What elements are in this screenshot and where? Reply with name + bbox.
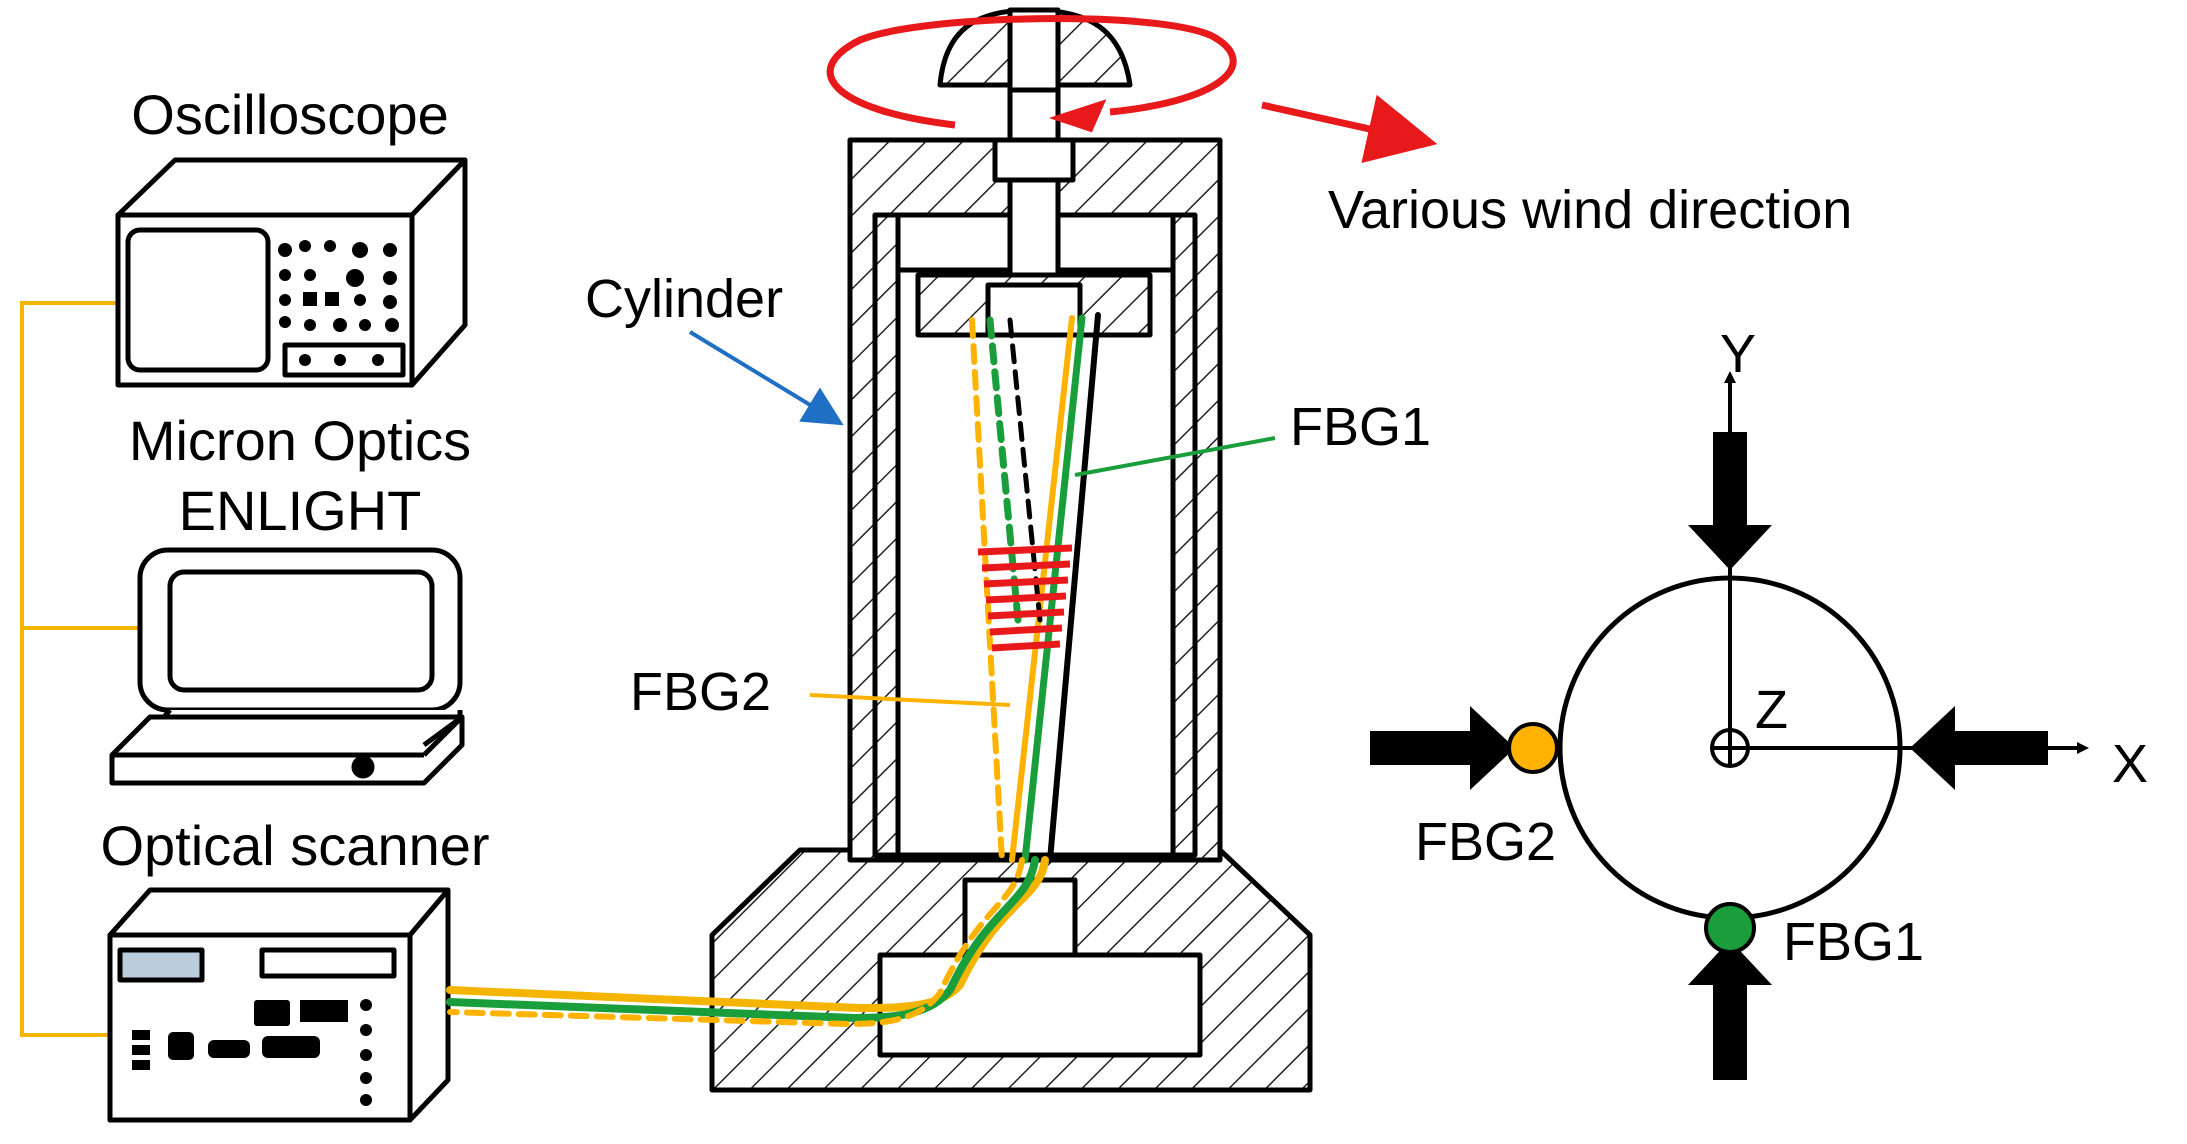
computer-icon <box>109 547 465 786</box>
oscilloscope-label: Oscilloscope <box>131 83 448 146</box>
fbg2-cylinder-pointer <box>809 693 1011 707</box>
fbg2-marker <box>1507 722 1559 774</box>
fbg1-cylinder-pointer <box>1074 436 1276 477</box>
wind-direction-arrow <box>1261 94 1438 164</box>
oscilloscope-icon <box>115 157 468 388</box>
optical-scanner-icon <box>107 887 451 1123</box>
instrument-cable <box>20 301 140 1037</box>
fbg2-section-label: FBG2 <box>1415 812 1556 872</box>
output-fiber <box>446 856 1049 1028</box>
rotation-arrow <box>826 15 1237 133</box>
interrogator-label-line2: ENLIGHT <box>179 479 422 542</box>
cylinder-pointer <box>688 330 844 426</box>
interrogator-label-line1: Micron Optics <box>129 409 471 472</box>
x-axis-label: X <box>2112 734 2148 794</box>
z-axis-label: Z <box>1755 680 1788 740</box>
fbg1-section-label: FBG1 <box>1783 912 1924 972</box>
optical-scanner-label: Optical scanner <box>100 814 489 877</box>
excitation-coil <box>977 544 1073 652</box>
cross-section: X Y Z FBG2 FBG1 <box>1370 324 2148 1080</box>
wind-direction-label: Various wind direction <box>1328 180 1852 240</box>
y-axis-label: Y <box>1720 324 1756 384</box>
force-arrow-bottom <box>1688 940 1772 1080</box>
force-arrow-left <box>1370 706 1515 790</box>
force-arrow-top <box>1688 432 1772 570</box>
fbg2-cylinder-label: FBG2 <box>630 662 771 722</box>
force-arrow-right <box>1910 706 2048 790</box>
fbg1-cylinder-label: FBG1 <box>1290 397 1431 457</box>
z-axis-symbol <box>1710 728 1750 768</box>
cylinder-label: Cylinder <box>585 269 783 329</box>
fbg1-marker <box>1704 902 1756 954</box>
force-arrows <box>1370 432 2048 1080</box>
